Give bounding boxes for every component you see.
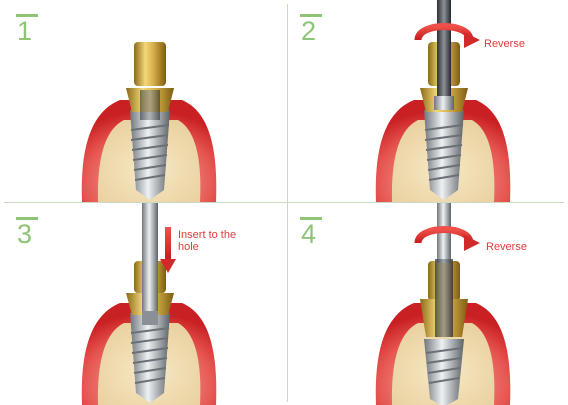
step-panel-1: 1 bbox=[0, 0, 284, 202]
implant-illustration bbox=[284, 203, 568, 405]
screwdriver bbox=[434, 0, 454, 110]
vertical-divider bbox=[287, 4, 288, 402]
removal-tool bbox=[142, 203, 158, 325]
step-panel-3: 3 Insert to the hole bbox=[0, 203, 284, 405]
annotation-reverse: Reverse bbox=[486, 241, 527, 253]
step-panel-4: 4 Reverse bbox=[284, 203, 568, 405]
implant-illustration bbox=[0, 0, 284, 202]
implant-fixture bbox=[130, 110, 170, 200]
abutment bbox=[126, 42, 174, 120]
removal-tool bbox=[435, 203, 453, 337]
annotation-reverse: Reverse bbox=[484, 38, 525, 50]
horizontal-divider bbox=[4, 202, 564, 203]
annotation-insert: Insert to the hole bbox=[178, 229, 236, 253]
implant-illustration bbox=[0, 203, 284, 405]
step-panel-2: 2 Reverse bbox=[284, 0, 568, 202]
implant-illustration bbox=[284, 0, 568, 202]
